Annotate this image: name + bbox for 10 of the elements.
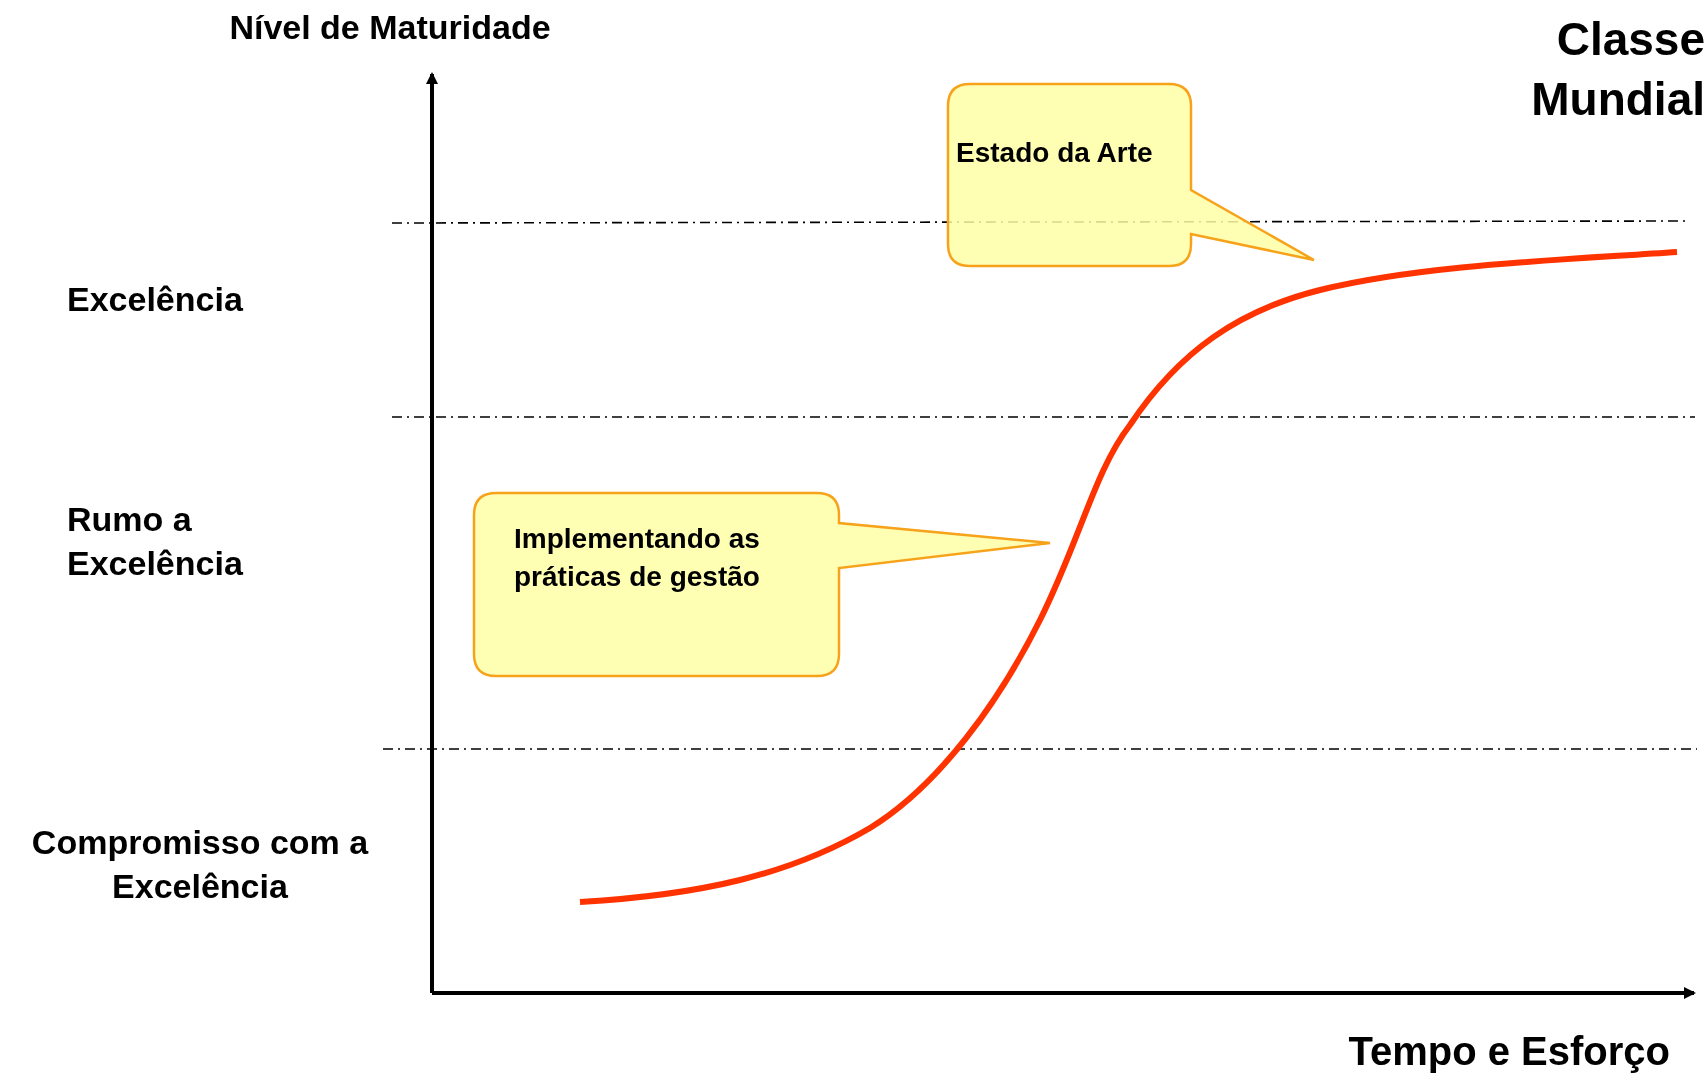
callout-bubble — [948, 84, 1314, 266]
heading-text: Classe Mundial — [1530, 12, 1705, 127]
callout-text: Implementando as práticas de gestão — [514, 522, 761, 594]
level-label: Excelência — [67, 279, 244, 320]
level-label: Compromisso com a Excelência — [30, 822, 370, 908]
axis-label: Tempo e Esforço — [1347, 1028, 1670, 1075]
callout-bubble — [474, 493, 1050, 676]
axis-label: Nível de Maturidade — [228, 7, 552, 48]
level-label: Rumo a Excelência — [67, 499, 244, 585]
callout-text: Estado da Arte — [956, 136, 1154, 170]
